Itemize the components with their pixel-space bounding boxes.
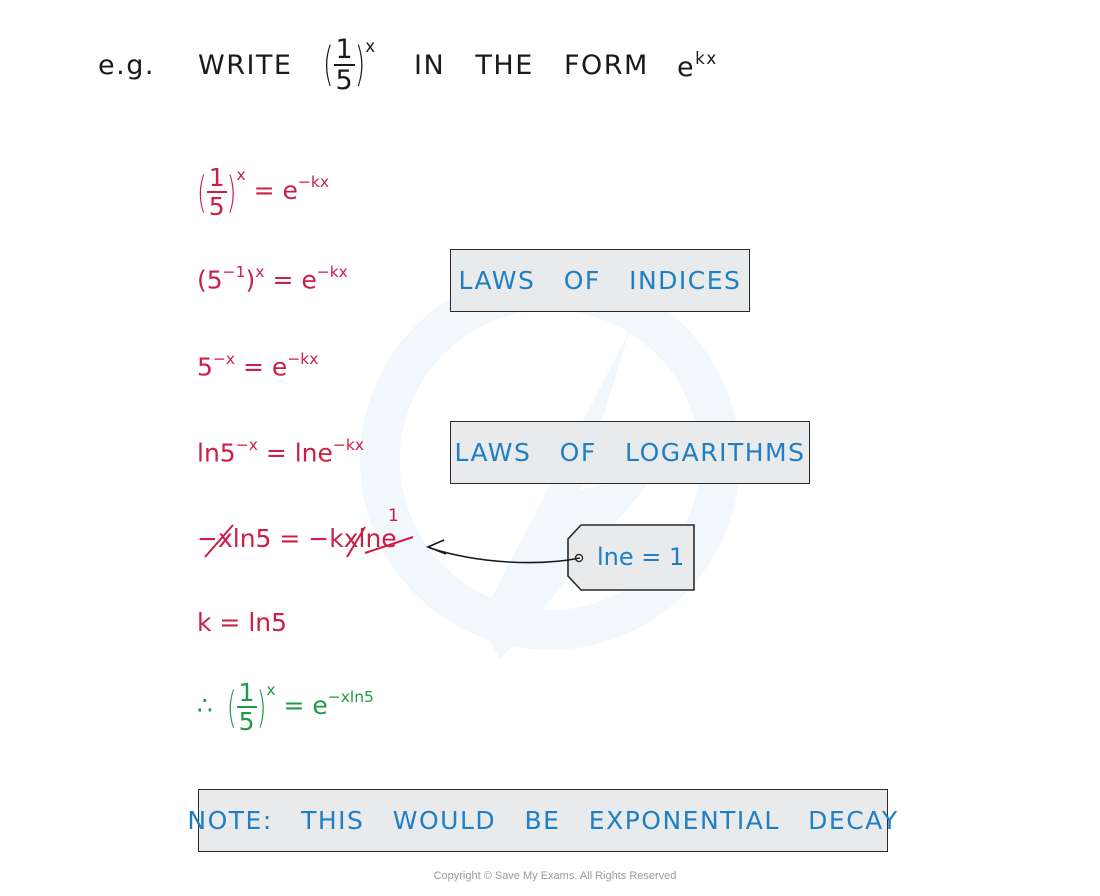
lne-equals-one-label: lne = 1	[597, 543, 685, 571]
step4-rhs: = lne	[265, 438, 333, 468]
step-2: (5−1)x = e−kx	[197, 262, 348, 295]
header-frac-numerator: 1	[333, 34, 355, 66]
target-exponent: kx	[695, 47, 718, 68]
target-form: ekx	[677, 47, 718, 84]
step2-rhs: = e	[272, 265, 317, 295]
target-base: e	[677, 52, 696, 83]
step3-exponent: −x	[212, 349, 236, 368]
step2-exponent: x	[255, 262, 265, 281]
step2-lhs: (5	[197, 265, 223, 295]
tag-shape	[567, 524, 695, 591]
step5-cancelled-x: x	[217, 524, 233, 553]
laws-of-indices-label: LAWS OF INDICES	[458, 266, 742, 295]
step5-minus: −	[197, 524, 218, 553]
laws-of-logarithms-box: LAWS OF LOGARITHMS	[450, 421, 810, 484]
note-label: NOTE: THIS WOULD BE EXPONENTIAL DECAY	[187, 806, 899, 835]
step5-middle: ln5 = −k	[232, 524, 344, 553]
step1-denominator: 5	[208, 192, 225, 221]
header-frac-denominator: 5	[335, 65, 353, 96]
in-the-form-text: IN THE FORM	[414, 50, 649, 81]
note-box: NOTE: THIS WOULD BE EXPONENTIAL DECAY	[187, 789, 897, 852]
step1-numerator: 1	[206, 163, 227, 193]
step-3: 5−x = e−kx	[197, 349, 319, 382]
step1-exponent: x	[236, 165, 246, 184]
step4-lhs: ln5	[197, 438, 236, 468]
step7-rhs-exponent: −xln5	[327, 688, 374, 707]
step-6: k = ln5	[197, 608, 288, 637]
copyright-text: Copyright © Save My Exams. All Rights Re…	[433, 870, 677, 882]
step2-close: )	[245, 265, 256, 295]
step1-rhs-exponent: −kx	[297, 173, 329, 192]
laws-of-logarithms-label: LAWS OF LOGARITHMS	[454, 438, 806, 467]
step7-denominator: 5	[238, 707, 255, 736]
step1-rhs: = e	[253, 176, 298, 205]
header-exponent: x	[365, 35, 376, 56]
write-word: WRITE	[198, 50, 293, 81]
laws-of-indices-box: LAWS OF INDICES	[450, 249, 750, 312]
step2-rhs-exponent: −kx	[316, 262, 348, 281]
step4-exponent: −x	[235, 435, 258, 454]
step3-lhs: 5	[197, 352, 213, 382]
step2-inner-exponent: −1	[222, 262, 246, 281]
example-label: e.g.	[98, 50, 155, 81]
step3-rhs-exponent: −kx	[287, 349, 319, 368]
step5-strike-marks	[204, 524, 414, 558]
step7-exponent: x	[266, 680, 276, 699]
step4-rhs-exponent: −kx	[332, 435, 365, 454]
step5-replacement-one: 1	[388, 506, 399, 526]
step7-numerator: 1	[236, 678, 257, 708]
tag-arrow	[425, 539, 581, 564]
step7-rhs: = e	[283, 691, 328, 720]
therefore-symbol: ∴	[197, 691, 213, 720]
step-4: ln5−x = lne−kx	[197, 435, 365, 468]
step3-rhs: = e	[243, 352, 288, 382]
